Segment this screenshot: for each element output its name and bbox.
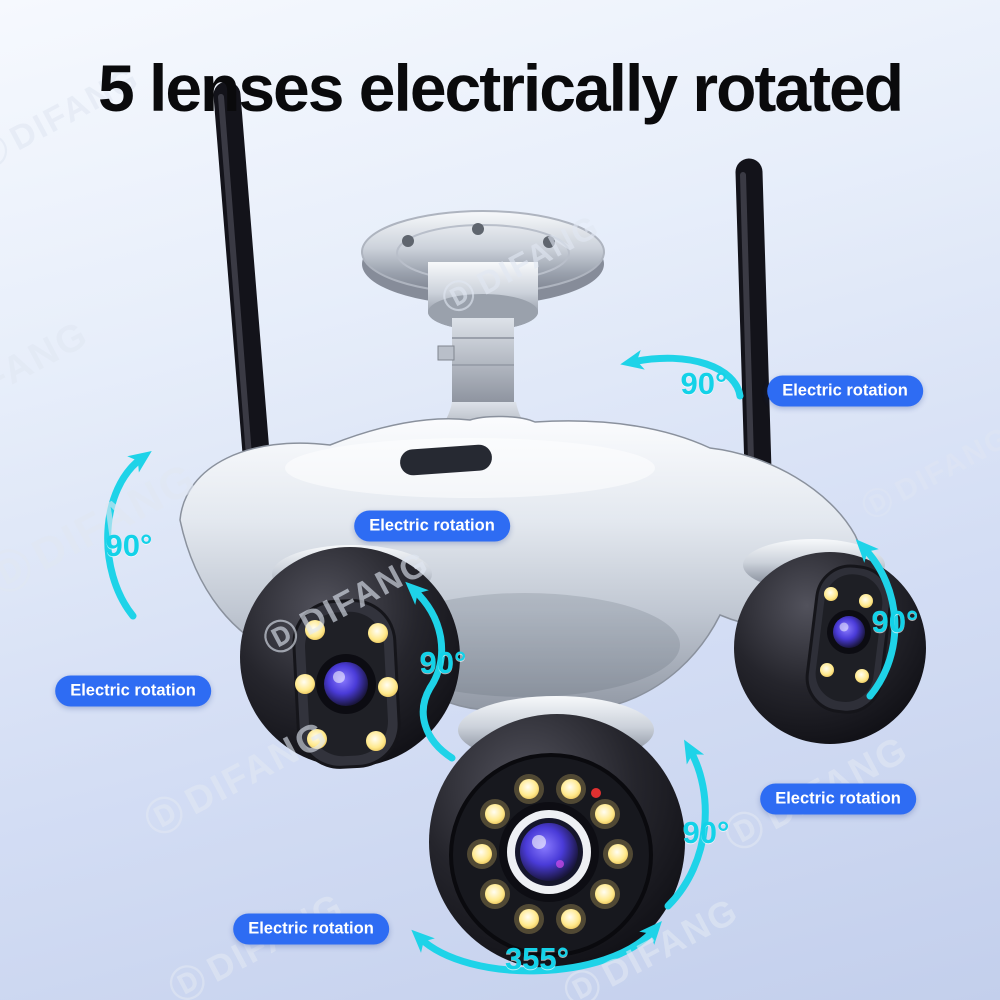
camera-head-center	[429, 696, 685, 970]
angle-label-pan: 355°	[504, 941, 570, 976]
rotation-arrow-left	[104, 451, 152, 620]
rotation-arrow-top-right	[620, 349, 744, 400]
angle-label-left: 90°	[105, 528, 153, 563]
angle-label-bottom-right: 90°	[682, 815, 730, 850]
electric-rotation-label-bottom: Electric rotation	[233, 913, 389, 945]
electric-rotation-label-top-right: Electric rotation	[767, 375, 923, 407]
rotation-arrow-right	[855, 539, 899, 700]
electric-rotation-label-left: Electric rotation	[55, 675, 211, 707]
rotation-arrow-bottom-right	[664, 739, 709, 910]
page-title: 5 lenses electrically rotated	[97, 51, 904, 125]
rotation-arrow-center	[405, 581, 456, 762]
antenna-right	[735, 158, 773, 517]
electric-rotation-label-center: Electric rotation	[354, 510, 510, 542]
angle-label-center: 90°	[419, 645, 467, 680]
camera-head-left	[240, 545, 460, 769]
electric-rotation-label-right-lower: Electric rotation	[760, 783, 916, 815]
angle-label-right: 90°	[871, 604, 919, 639]
camera-head-right	[734, 539, 926, 744]
angle-label-top-right: 90°	[680, 366, 728, 401]
rotation-arrow-pan	[411, 921, 662, 975]
